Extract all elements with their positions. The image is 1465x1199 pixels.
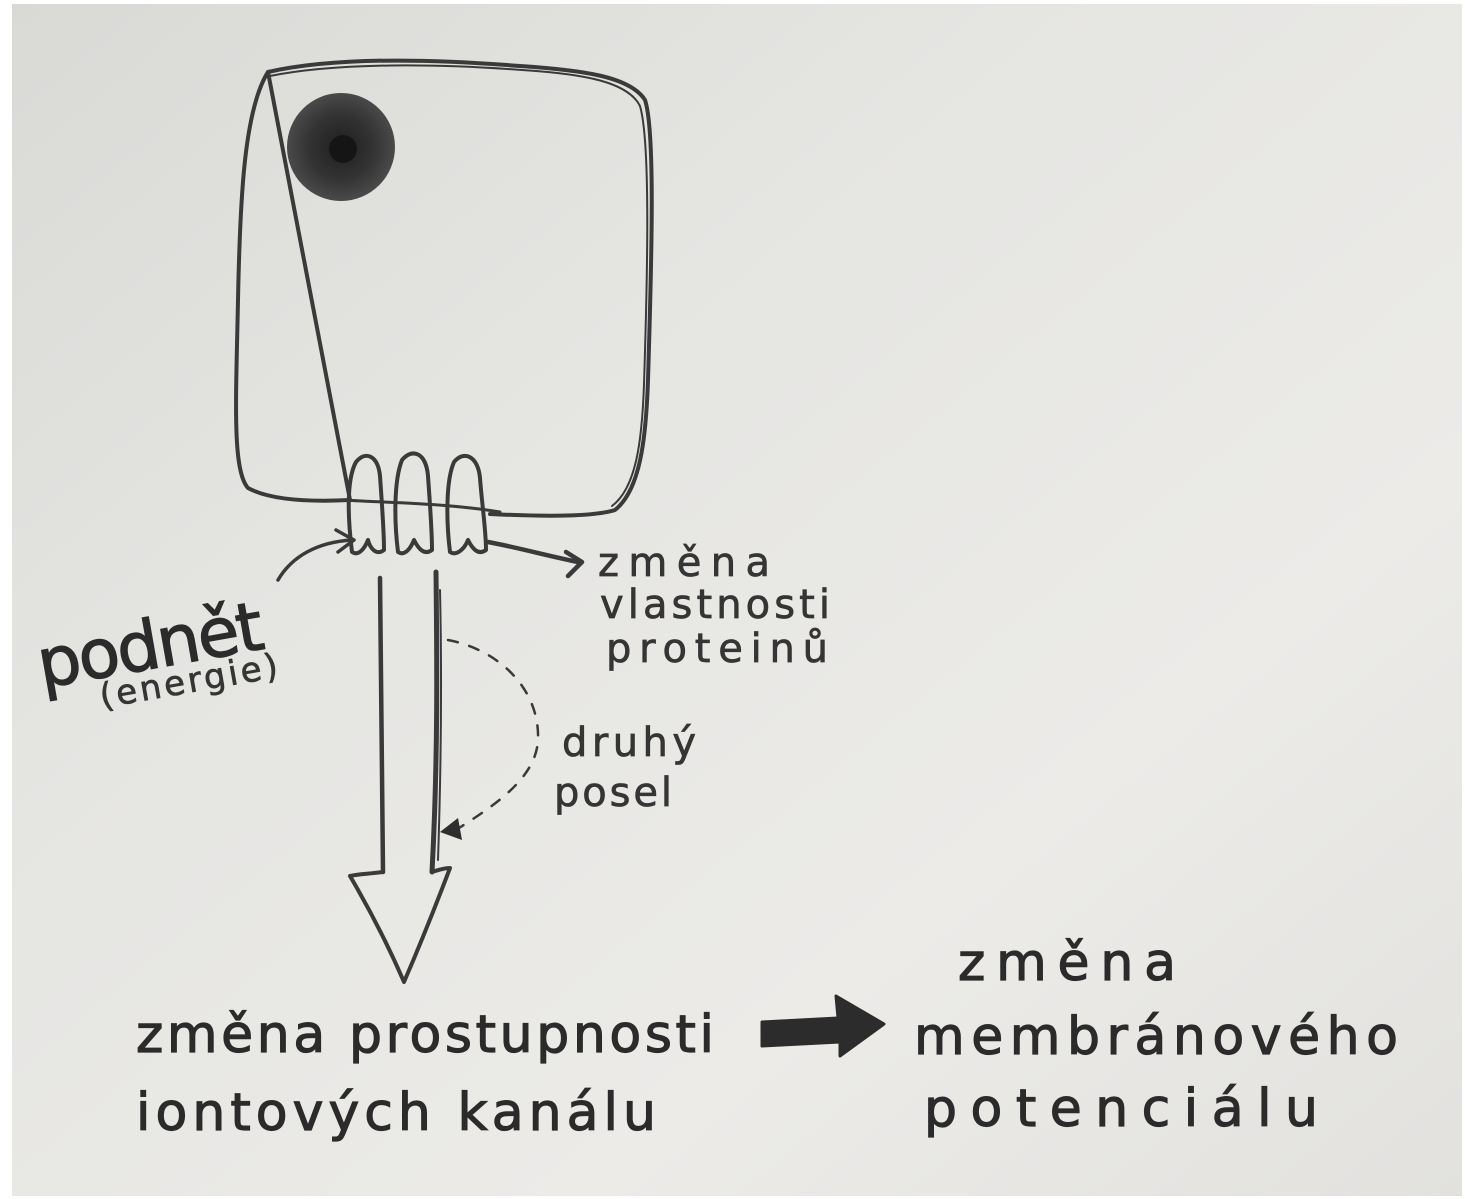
- second-messenger-label-line1: druhý: [562, 720, 696, 766]
- permeability-label-line1: změna prostupnosti: [136, 1005, 714, 1065]
- nucleus-core: [329, 135, 357, 163]
- potential-label-line3: potenciálu: [924, 1079, 1318, 1139]
- second-messenger-label-line2: posel: [554, 770, 672, 816]
